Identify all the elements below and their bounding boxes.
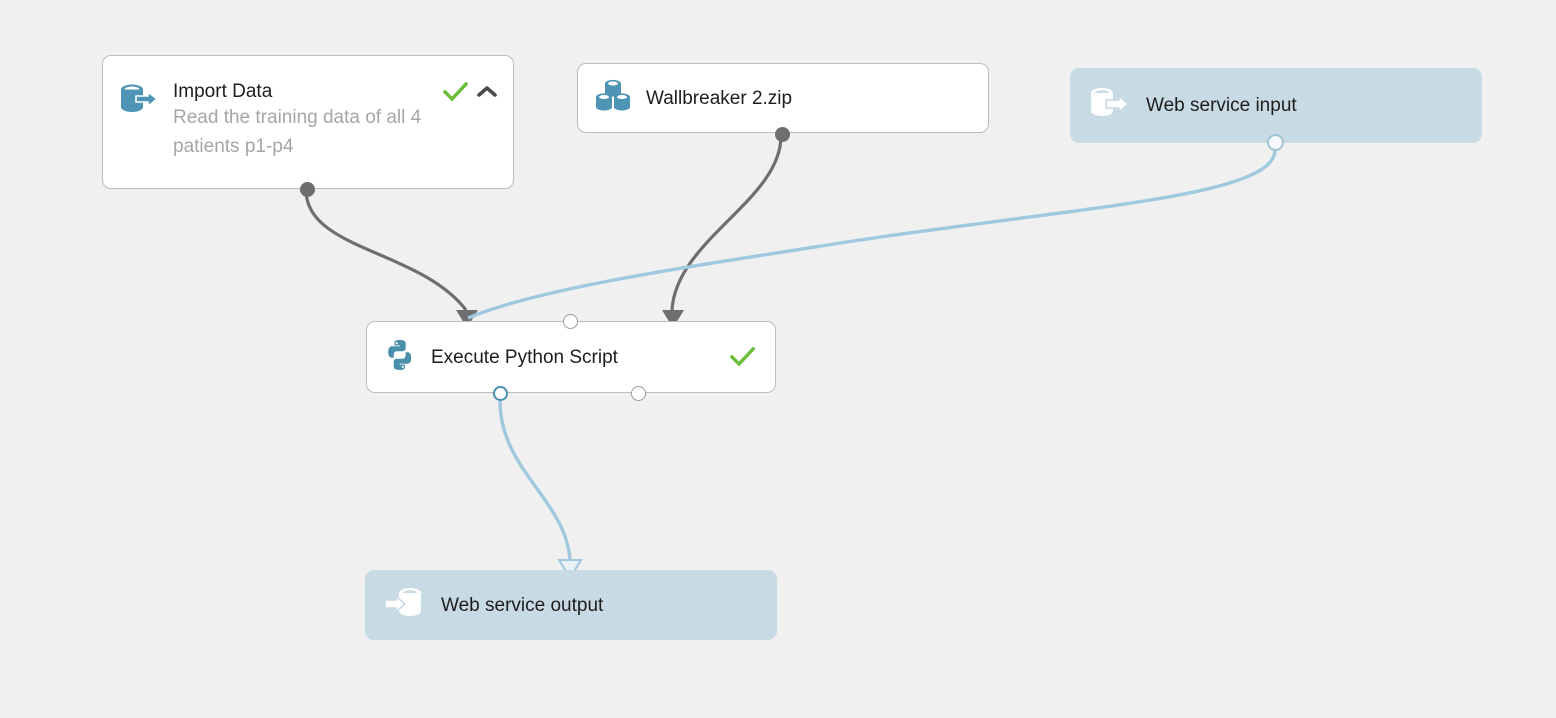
edge-wallbreaker-to-python — [670, 135, 783, 311]
port-wallbreaker-zip-output[interactable] — [775, 127, 790, 142]
edge-import-data-to-python — [304, 189, 468, 311]
database-export-icon — [119, 82, 159, 121]
python-icon — [383, 338, 417, 377]
web-service-input-icon — [1088, 84, 1130, 127]
edge-web-service-input-to-python — [467, 149, 1277, 320]
node-execute-python-script-status — [729, 346, 756, 372]
edge-python-to-web-service-output — [498, 400, 572, 561]
dataset-cylinders-icon — [594, 78, 632, 119]
web-service-output-icon — [383, 584, 425, 627]
chevron-up-icon[interactable] — [477, 85, 497, 104]
port-python-output-right[interactable] — [631, 386, 646, 401]
node-web-service-output-title: Web service output — [441, 594, 604, 616]
node-execute-python-script-body: Execute Python Script — [431, 346, 757, 369]
node-web-service-output-body: Web service output — [441, 594, 759, 617]
node-execute-python-script[interactable]: Execute Python Script — [366, 314, 776, 401]
node-import-data-body: Import Data Read the training data of al… — [173, 80, 495, 161]
node-import-data[interactable]: Import Data Read the training data of al… — [102, 55, 514, 197]
node-web-service-input-body: Web service input — [1146, 94, 1464, 117]
node-execute-python-script-title: Execute Python Script — [431, 346, 618, 368]
node-web-service-input[interactable]: Web service input — [1070, 68, 1482, 151]
port-python-output-left[interactable] — [493, 386, 508, 401]
node-wallbreaker-zip[interactable]: Wallbreaker 2.zip — [577, 63, 989, 142]
node-web-service-output[interactable]: Web service output — [365, 570, 777, 640]
node-web-service-input-title: Web service input — [1146, 95, 1297, 116]
check-green-icon — [729, 346, 756, 372]
node-wallbreaker-zip-body: Wallbreaker 2.zip — [646, 87, 970, 110]
port-python-input-middle[interactable] — [563, 314, 578, 329]
node-import-data-status — [442, 81, 497, 107]
node-import-data-title: Import Data — [173, 81, 273, 102]
node-import-data-subtitle: Read the training data of all 4 patients… — [173, 107, 422, 157]
node-wallbreaker-zip-title: Wallbreaker 2.zip — [646, 87, 793, 109]
port-web-service-input-output[interactable] — [1267, 134, 1284, 151]
port-import-data-output[interactable] — [300, 182, 315, 197]
check-green-icon — [442, 81, 469, 107]
